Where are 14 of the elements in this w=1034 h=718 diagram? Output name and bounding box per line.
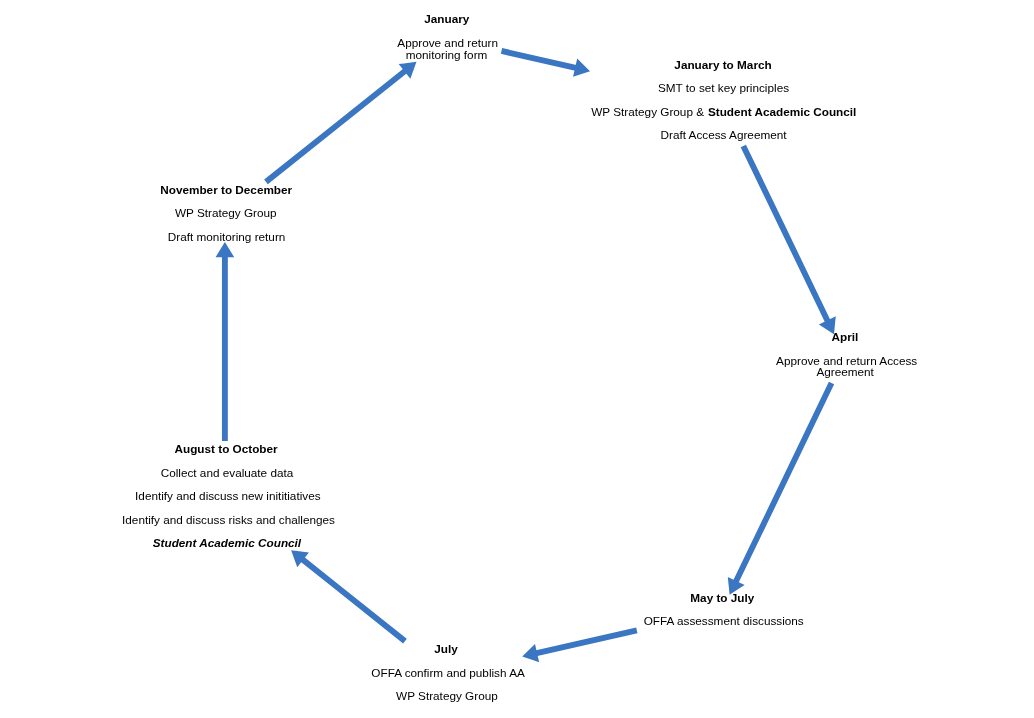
node-text: January Approve and return monitoring form [396, 12, 498, 61]
node-text: May to July OFFA assessment discussions [643, 590, 804, 628]
node-text: April Approve and return Access Agreement [775, 330, 917, 379]
arrow [727, 381, 834, 595]
arrow [521, 627, 637, 663]
node-text: July OFFA confirm and publish AA WP Strategy Group [370, 642, 525, 703]
arrow [740, 144, 836, 335]
arrow [263, 61, 416, 185]
node-text: January to March SMT to set key principles WP Strategy Group & Student Academic Council Draft Access Agreement [590, 57, 856, 142]
arrow [500, 48, 590, 77]
arrow [290, 550, 407, 644]
arrow [215, 242, 234, 441]
node-text: August to October Collect and evaluate data Identify and discuss new inititiatives Identify and discuss risks and challenges Student Academic Council [121, 442, 335, 550]
node-text: November to December WP Strategy Group Draft monitoring return [159, 182, 292, 243]
